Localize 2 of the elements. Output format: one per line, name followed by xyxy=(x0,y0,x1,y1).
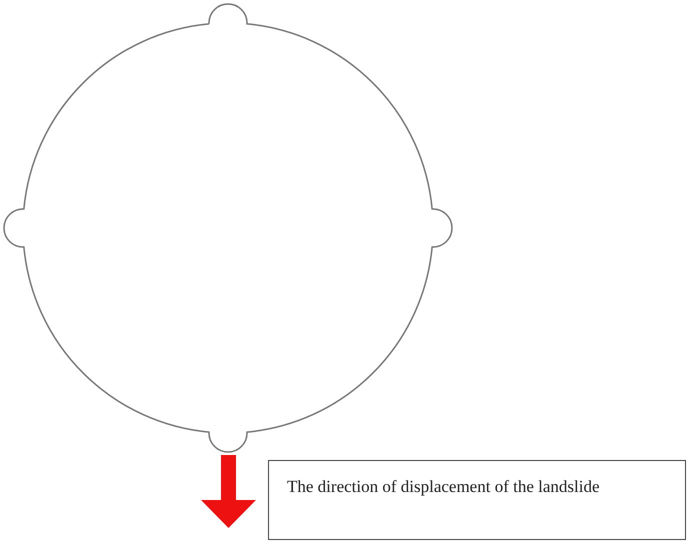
caption-text: The direction of displacement of the landslide xyxy=(287,476,601,498)
text-box xyxy=(268,460,686,540)
